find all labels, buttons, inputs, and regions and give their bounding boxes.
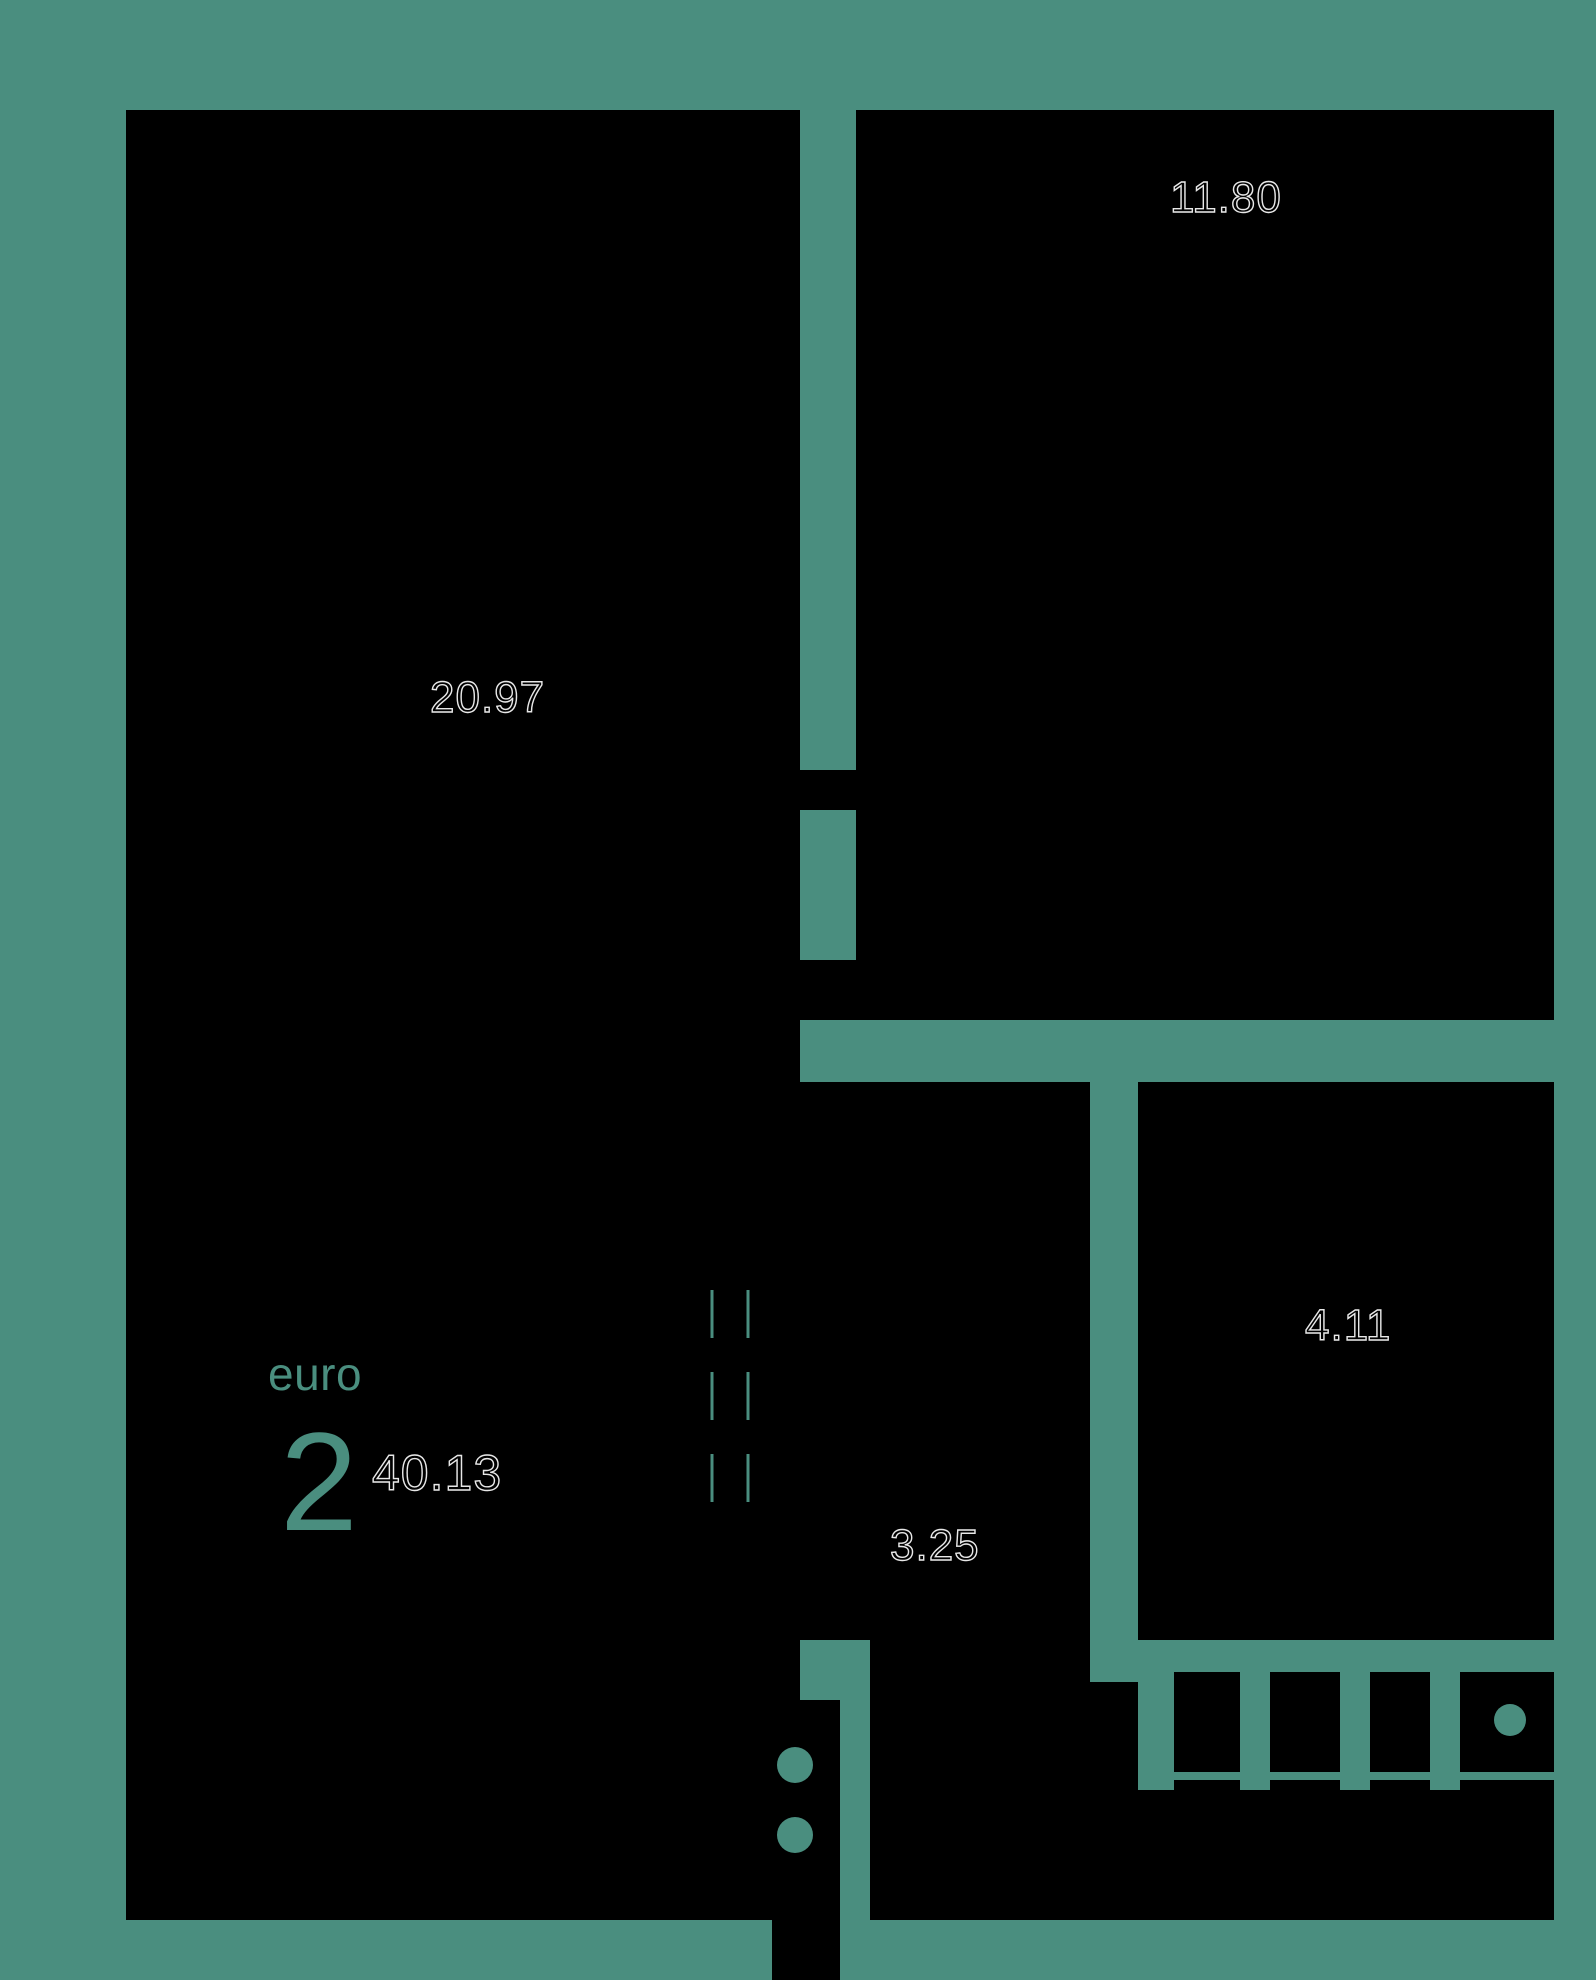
wall-right-outer	[1554, 0, 1596, 1980]
window-left-lower-icon	[28, 1205, 72, 1725]
wall-bottom-right	[870, 1920, 1596, 1980]
door-opening-living-bedroom	[800, 770, 856, 810]
sink-circle-icon	[777, 1747, 813, 1783]
sliding-partition-icon	[710, 1290, 750, 1510]
kitchen-sink-circle-icon	[1494, 1704, 1526, 1736]
wall-pillar-top-center	[656, 0, 736, 110]
room-hallway	[756, 1082, 1090, 1640]
wall-kitchen-div-2	[1340, 1640, 1370, 1790]
wall-kitchen-div-3	[1430, 1640, 1460, 1790]
room-cavities	[126, 110, 1554, 1980]
wall-loggia-top-right	[736, 40, 1554, 110]
total-area-label: 40.13	[372, 1445, 502, 1501]
door-opening-hall	[800, 960, 856, 1020]
plan-type-label: euro	[268, 1348, 362, 1400]
wall-bedroom-bottom	[800, 1020, 1554, 1082]
room-area-bathroom: 4.11	[1305, 1301, 1391, 1350]
room-bathroom	[1138, 1082, 1554, 1640]
window-top-right-icon	[934, 18, 1394, 62]
wall-bottom-left	[42, 1920, 700, 1980]
room-living-kitchen	[126, 110, 800, 1920]
wall-partition-center-upper	[800, 110, 856, 770]
fixtures	[777, 1704, 1526, 1853]
room-count-label: 2	[280, 1403, 358, 1560]
kitchen-unit-1	[1174, 1672, 1240, 1772]
window-top-left-icon	[204, 18, 664, 62]
room-bedroom	[856, 110, 1554, 1020]
window-left-upper-icon	[28, 248, 72, 768]
kitchen-unit-3	[1370, 1672, 1430, 1772]
wall-bathroom-left	[1090, 1082, 1138, 1682]
wall-kitchen-div-1	[1240, 1640, 1270, 1790]
wall-loggia-top-left	[126, 40, 656, 110]
toilet-circle-icon	[777, 1817, 813, 1853]
windows	[28, 18, 1394, 1725]
wall-wc-right	[840, 1640, 870, 1980]
room-area-bedroom: 11.80	[1170, 173, 1282, 222]
room-area-hallway: 3.25	[890, 1521, 980, 1570]
room-area-living-kitchen: 20.97	[430, 673, 545, 722]
kitchen-unit-2	[1270, 1672, 1340, 1772]
